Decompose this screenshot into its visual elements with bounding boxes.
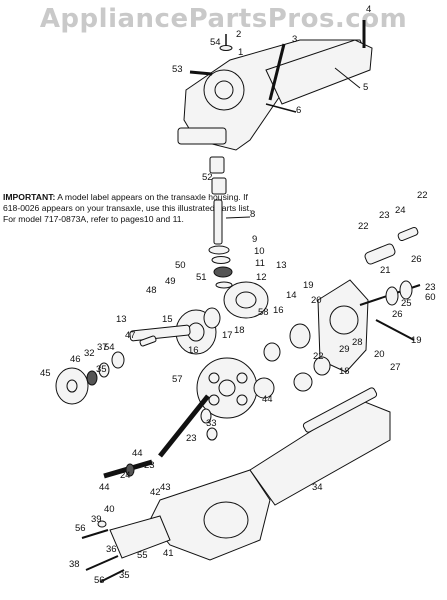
callout-16: 16 bbox=[188, 345, 199, 356]
important-note: IMPORTANT: A model label appears on the … bbox=[3, 192, 253, 225]
callout-60: 60 bbox=[425, 292, 436, 303]
callout-17: 17 bbox=[222, 330, 233, 341]
callout-5: 5 bbox=[363, 82, 368, 93]
callout-23: 23 bbox=[425, 282, 436, 293]
callout-26: 26 bbox=[411, 254, 422, 265]
callout-9: 9 bbox=[252, 234, 257, 245]
callout-43: 43 bbox=[160, 482, 171, 493]
callout-55: 55 bbox=[137, 550, 148, 561]
callout-13: 13 bbox=[116, 314, 127, 325]
callout-6: 6 bbox=[296, 105, 301, 116]
callout-20: 20 bbox=[374, 349, 385, 360]
callout-50: 50 bbox=[175, 260, 186, 271]
callout-58: 58 bbox=[258, 307, 269, 318]
callout-24: 24 bbox=[395, 205, 406, 216]
callout-54: 54 bbox=[210, 37, 221, 48]
callout-39: 39 bbox=[91, 514, 102, 525]
callout-23: 23 bbox=[379, 210, 390, 221]
callout-19: 19 bbox=[303, 280, 314, 291]
callout-38: 38 bbox=[69, 559, 80, 570]
input-shaft-assembly bbox=[208, 156, 251, 289]
important-note-lead: IMPORTANT: bbox=[3, 192, 56, 202]
callout-16: 16 bbox=[273, 305, 284, 316]
upper-housing bbox=[177, 20, 373, 151]
callout-8: 8 bbox=[250, 209, 255, 220]
callout-40: 40 bbox=[104, 504, 115, 515]
callout-35: 35 bbox=[119, 570, 130, 581]
callout-53: 53 bbox=[172, 64, 183, 75]
callout-51: 51 bbox=[196, 272, 207, 283]
callout-22: 22 bbox=[417, 190, 428, 201]
callout-25: 25 bbox=[401, 298, 412, 309]
callout-45: 45 bbox=[40, 368, 51, 379]
callout-36: 36 bbox=[106, 544, 117, 555]
callout-35: 35 bbox=[96, 364, 107, 375]
callout-28: 28 bbox=[352, 337, 363, 348]
callout-3: 3 bbox=[292, 34, 297, 45]
callout-19: 19 bbox=[411, 335, 422, 346]
callout-47: 47 bbox=[125, 330, 136, 341]
callout-57: 57 bbox=[172, 374, 183, 385]
callout-18: 18 bbox=[339, 366, 350, 377]
callout-52: 52 bbox=[202, 172, 213, 183]
callout-22: 22 bbox=[358, 221, 369, 232]
callout-33: 33 bbox=[206, 418, 217, 429]
callout-26: 26 bbox=[392, 309, 403, 320]
left-hub-and-gears bbox=[55, 335, 157, 405]
callout-23: 23 bbox=[144, 460, 155, 471]
callout-23: 23 bbox=[186, 433, 197, 444]
callout-21: 21 bbox=[380, 265, 391, 276]
callout-4: 4 bbox=[366, 4, 371, 15]
callout-15: 15 bbox=[162, 314, 173, 325]
callout-1: 1 bbox=[238, 47, 243, 58]
callout-44: 44 bbox=[262, 394, 273, 405]
axle-shafts bbox=[103, 394, 218, 479]
cover-plate bbox=[81, 515, 171, 583]
callout-11: 11 bbox=[255, 258, 265, 269]
watermark-text: AppliancePartsPros.com bbox=[39, 4, 408, 34]
callout-44: 44 bbox=[99, 482, 110, 493]
callout-46: 46 bbox=[70, 354, 81, 365]
callout-34: 34 bbox=[312, 482, 323, 493]
callout-14: 14 bbox=[286, 290, 297, 301]
callout-56: 56 bbox=[75, 523, 86, 534]
callout-29: 29 bbox=[339, 344, 350, 355]
important-note-body: A model label appears on the transaxle h… bbox=[3, 192, 252, 224]
callout-22: 22 bbox=[313, 351, 324, 362]
callout-37: 37 bbox=[97, 342, 108, 353]
callout-32: 32 bbox=[84, 348, 95, 359]
callout-48: 48 bbox=[146, 285, 157, 296]
callout-44: 44 bbox=[132, 448, 143, 459]
callout-49: 49 bbox=[165, 276, 176, 287]
callout-54: 54 bbox=[104, 342, 115, 353]
differential-cover bbox=[317, 226, 421, 373]
callout-56: 56 bbox=[94, 575, 105, 586]
spur-gear-57 bbox=[196, 357, 313, 419]
callout-24: 24 bbox=[120, 470, 131, 481]
callout-13: 13 bbox=[276, 260, 287, 271]
callout-42: 42 bbox=[150, 487, 161, 498]
callout-10: 10 bbox=[254, 246, 265, 257]
callout-2: 2 bbox=[236, 29, 241, 40]
callout-18: 18 bbox=[234, 325, 245, 336]
callout-27: 27 bbox=[390, 362, 401, 373]
lower-housing bbox=[149, 387, 391, 561]
callout-20: 20 bbox=[311, 295, 322, 306]
callout-41: 41 bbox=[163, 548, 174, 559]
bevel-gears bbox=[129, 281, 331, 376]
callout-12: 12 bbox=[256, 272, 267, 283]
